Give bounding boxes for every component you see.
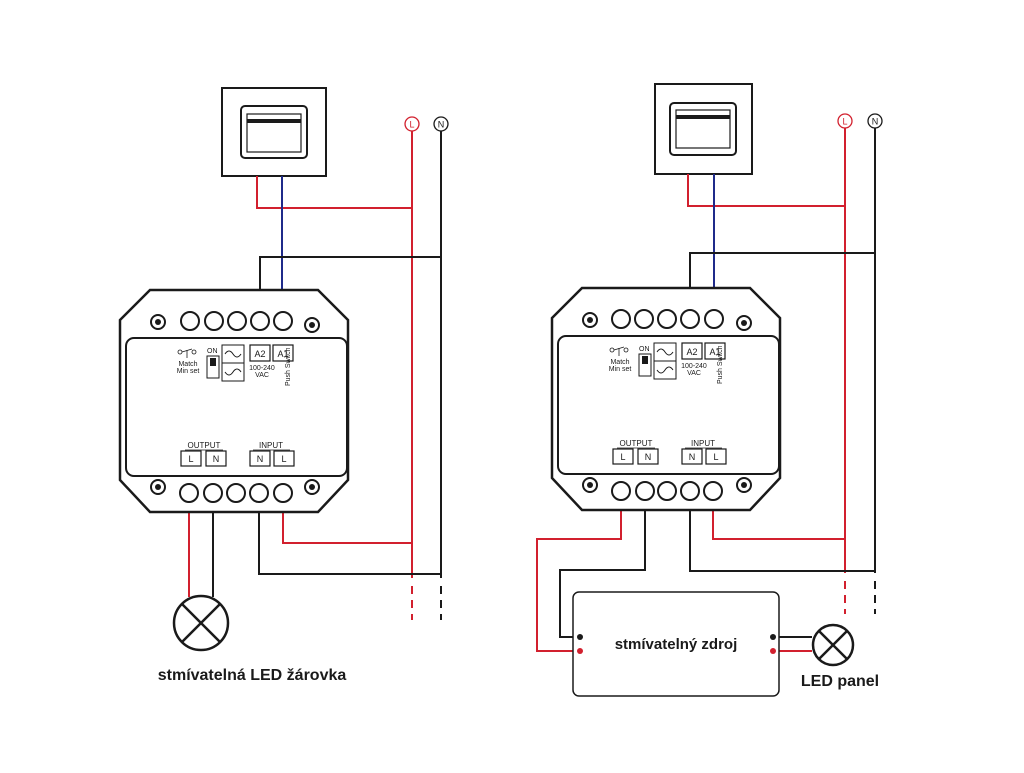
output-terminal-n: N	[645, 452, 652, 462]
input-terminal-n: N	[689, 452, 696, 462]
lamp-icon-left	[172, 594, 230, 652]
match-label: Match	[178, 361, 197, 368]
top-terminals-left	[180, 311, 293, 331]
a2-label: A2	[686, 347, 697, 357]
diagram-right: L N	[536, 83, 883, 697]
output-terminal-l: L	[620, 452, 625, 462]
lamp-icon-right	[811, 623, 855, 667]
output-terminal-n: N	[213, 454, 220, 464]
min-set-label: Min set	[177, 368, 200, 375]
power-supply-label: stmívatelný zdroj	[615, 636, 738, 653]
a1-label: A1	[277, 349, 288, 359]
push-switch-right	[654, 83, 753, 175]
bottom-terminals-left	[179, 483, 293, 503]
bottom-terminals-right	[611, 481, 723, 501]
live-marker-left: L	[404, 116, 420, 132]
live-marker-right: L	[837, 113, 853, 129]
input-terminal-l: L	[713, 452, 718, 462]
bulb-caption: stmívatelná LED žárovka	[158, 667, 347, 684]
neutral-marker-right: N	[867, 113, 883, 129]
input-label: INPUT	[259, 441, 283, 450]
diagram-left: L N	[118, 87, 449, 684]
a1-label: A1	[709, 347, 720, 357]
input-terminal-l: L	[281, 454, 286, 464]
voltage-label: 100-240	[249, 365, 275, 372]
neutral-marker-left: N	[433, 116, 449, 132]
panel-caption: LED panel	[801, 673, 879, 690]
output-label: OUTPUT	[620, 439, 653, 448]
match-button-symbol-left	[177, 348, 197, 358]
a2-label: A2	[254, 349, 265, 359]
match-button-symbol-right	[609, 346, 629, 356]
dip-switch-left: ON	[206, 344, 245, 382]
min-set-label: Min set	[609, 366, 632, 373]
output-terminal-l: L	[188, 454, 193, 464]
live-label: L	[409, 120, 414, 130]
output-label: OUTPUT	[188, 441, 221, 450]
input-terminal-n: N	[257, 454, 264, 464]
vac-label: VAC	[687, 370, 701, 377]
push-switch-label: Push Switch	[717, 345, 724, 384]
push-switch-label: Push Switch	[285, 347, 292, 386]
neutral-label: N	[872, 117, 879, 127]
input-label: INPUT	[691, 439, 715, 448]
on-label: ON	[639, 346, 650, 353]
voltage-label: 100-240	[681, 363, 707, 370]
dimmer-module-right: Match Min set ON A2 A1 100-240 VAC Push …	[550, 286, 782, 512]
power-supply-box: stmívatelný zdroj	[572, 591, 780, 697]
dimmer-module-left: Match Min set ON A2 A1 100-240 VAC Push …	[118, 288, 350, 514]
match-label: Match	[610, 359, 629, 366]
dip-switch-right: ON	[638, 342, 677, 380]
vac-label: VAC	[255, 372, 269, 379]
top-terminals-right	[611, 309, 724, 329]
neutral-label: N	[438, 120, 445, 130]
live-label: L	[842, 117, 847, 127]
push-switch-left	[221, 87, 327, 177]
on-label: ON	[207, 348, 218, 355]
